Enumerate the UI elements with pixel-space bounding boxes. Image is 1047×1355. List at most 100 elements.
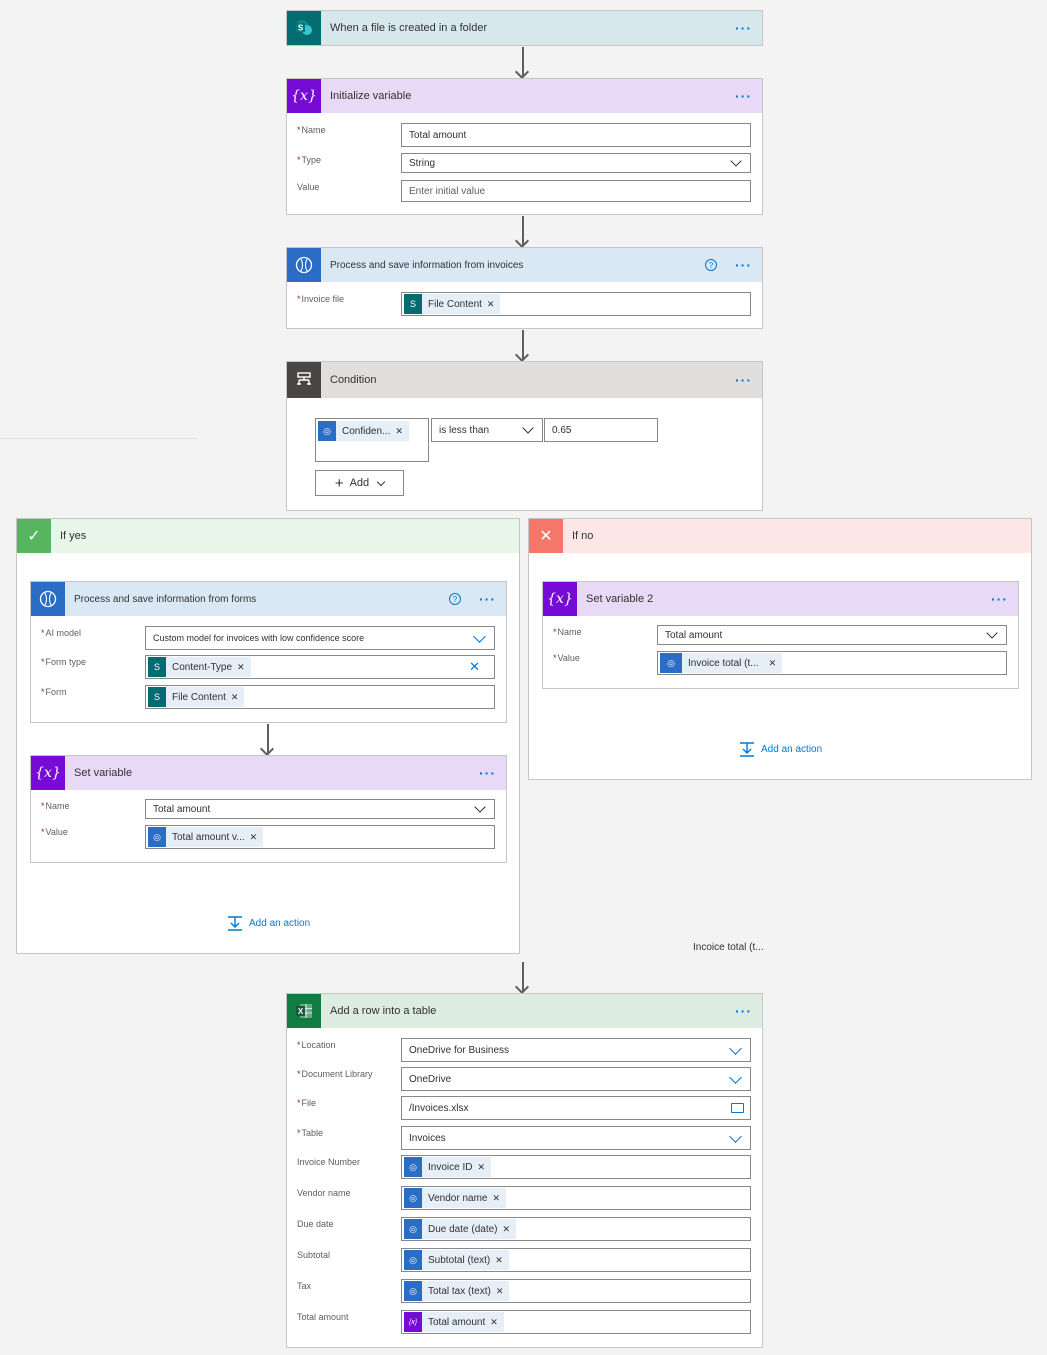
process-forms-card[interactable]: Process and save information from forms … [30,581,507,723]
token-label: Total amount [428,1316,486,1328]
remove-token-icon[interactable]: ✕ [502,1223,511,1234]
due-date-input[interactable]: ◎Due date (date)✕ [401,1217,751,1241]
process-invoices-card[interactable]: Process and save information from invoic… [286,247,763,329]
trigger-more-button[interactable]: ··· [735,20,752,36]
field-row: Tax◎Total tax (text)✕ [287,1279,762,1305]
set-variable-value-input[interactable]: ◎ Total amount v... ✕ [145,825,495,849]
dynamic-content-token[interactable]: ◎Invoice ID✕ [404,1157,492,1177]
add-row-title: Add a row into a table [330,1005,437,1017]
invoice-number-input[interactable]: ◎Invoice ID✕ [401,1155,751,1179]
process-forms-title: Process and save information from forms [74,593,257,605]
file-content-token[interactable]: S File Content ✕ [148,687,245,707]
dynamic-content-token[interactable]: ◎Subtotal (text)✕ [404,1250,509,1270]
add-an-action-button[interactable]: Add an action [739,741,822,757]
trigger-header[interactable]: S When a file is created in a folder ··· [287,11,762,45]
dynamic-content-token[interactable]: {x}Total amount✕ [404,1312,504,1332]
trigger-card[interactable]: S When a file is created in a folder ··· [286,10,763,46]
confidence-token[interactable]: ◎ Confiden... ✕ [318,421,409,441]
content-type-token[interactable]: S Content-Type ✕ [148,657,251,677]
variable-type-select[interactable]: String [401,153,751,173]
process-invoices-more-button[interactable]: ··· [735,257,752,273]
ai-builder-icon: ◎ [404,1188,422,1208]
variable-value-input[interactable]: Enter initial value [401,180,751,202]
remove-token-icon[interactable]: ✕ [237,661,245,672]
token-label: Invoice total (t... [688,657,759,669]
folder-icon[interactable] [731,1103,744,1113]
ai-builder-icon: ◎ [404,1250,422,1270]
chevron-down-icon [473,630,486,643]
condition-value-input[interactable]: 0.65 [544,418,658,442]
ai-builder-icon: ◎ [660,653,682,673]
process-invoices-header[interactable]: Process and save information from invoic… [287,248,762,282]
initialize-variable-more-button[interactable]: ··· [735,88,752,104]
remove-token-icon[interactable]: ✕ [490,1316,498,1327]
remove-token-icon[interactable]: ✕ [768,657,777,668]
location-input[interactable]: OneDrive for Business [401,1038,751,1062]
ai-model-select[interactable]: Custom model for invoices with low confi… [145,626,495,650]
if-yes-header[interactable]: ✓ If yes [17,519,519,553]
clear-icon[interactable]: ✕ [469,659,480,674]
sharepoint-icon: S [404,294,422,314]
set-variable-name-select[interactable]: Total amount [145,799,495,819]
form-type-input[interactable]: S Content-Type ✕ ✕ [145,655,495,679]
if-no-header[interactable]: ✕ If no [529,519,1031,553]
remove-token-icon[interactable]: ✕ [495,1254,503,1265]
field-label: *Location [297,1040,336,1050]
document-library-input[interactable]: OneDrive [401,1067,751,1091]
condition-add-button[interactable]: + Add [315,470,404,496]
ai-builder-icon: ◎ [148,827,166,847]
remove-token-icon[interactable]: ✕ [395,425,403,436]
condition-header[interactable]: Condition ··· [287,362,762,398]
remove-token-icon[interactable]: ✕ [492,1192,501,1203]
variable-name-input[interactable]: Total amount [401,123,751,147]
set-variable-2-more-button[interactable]: ··· [991,591,1008,607]
tax-input[interactable]: ◎Total tax (text)✕ [401,1279,751,1303]
table-input[interactable]: Invoices [401,1126,751,1150]
set-variable-more-button[interactable]: ··· [479,765,496,781]
variable-name-value: Total amount [665,629,723,641]
initialize-variable-card[interactable]: {x} Initialize variable ··· *Name Total … [286,78,763,215]
field-row: Invoice Number◎Invoice ID✕ [287,1155,762,1181]
file-input[interactable]: /Invoices.xlsx [401,1096,751,1120]
set-variable-2-name-select[interactable]: Total amount [657,625,1007,645]
initialize-variable-header[interactable]: {x} Initialize variable ··· [287,79,762,113]
total-amount-input[interactable]: {x}Total amount✕ [401,1310,751,1334]
svg-text:S: S [298,24,304,33]
add-row-more-button[interactable]: ··· [735,1003,752,1019]
add-an-action-button[interactable]: Add an action [227,915,310,931]
subtotal-input[interactable]: ◎Subtotal (text)✕ [401,1248,751,1272]
set-variable-2-card[interactable]: {x} Set variable 2 ··· *Name Total amoun… [542,581,1019,689]
remove-token-icon[interactable]: ✕ [249,831,258,842]
remove-token-icon[interactable]: ✕ [477,1161,486,1172]
set-variable-2-header[interactable]: {x} Set variable 2 ··· [543,582,1018,616]
invoice-file-input[interactable]: S File Content ✕ [401,292,751,316]
form-input[interactable]: S File Content ✕ [145,685,495,709]
remove-token-icon[interactable]: ✕ [495,1285,504,1296]
condition-operator-select[interactable]: is less than [431,418,543,442]
remove-token-icon[interactable]: ✕ [230,691,239,702]
vendor-name-input[interactable]: ◎Vendor name✕ [401,1186,751,1210]
set-variable-header[interactable]: {x} Set variable ··· [31,756,506,790]
field-row: *File/Invoices.xlsx [287,1096,762,1122]
total-amount-token[interactable]: ◎ Total amount v... ✕ [148,827,264,847]
dynamic-content-token[interactable]: ◎Vendor name✕ [404,1188,507,1208]
condition-card[interactable]: Condition ··· ◎ Confiden... ✕ is less th… [286,361,763,511]
condition-left-operand[interactable]: ◎ Confiden... ✕ [315,418,429,462]
dynamic-content-token[interactable]: ◎Total tax (text)✕ [404,1281,510,1301]
dynamic-content-token[interactable]: ◎Due date (date)✕ [404,1219,517,1239]
process-forms-header[interactable]: Process and save information from forms … [31,582,506,616]
file-content-token[interactable]: S File Content ✕ [404,294,501,314]
invoice-total-token[interactable]: ◎ Invoice total (t... ✕ [660,653,783,673]
add-row-header[interactable]: X Add a row into a table ··· [287,994,762,1028]
process-forms-more-button[interactable]: ··· [479,591,496,607]
help-icon[interactable]: ? [705,259,717,271]
condition-more-button[interactable]: ··· [735,372,752,388]
sharepoint-icon: S [148,657,166,677]
help-icon[interactable]: ? [449,593,461,605]
remove-token-icon[interactable]: ✕ [486,298,495,309]
set-variable-card[interactable]: {x} Set variable ··· *Name Total amount … [30,755,507,863]
condition-title: Condition [330,374,377,386]
set-variable-2-value-input[interactable]: ◎ Invoice total (t... ✕ [657,651,1007,675]
